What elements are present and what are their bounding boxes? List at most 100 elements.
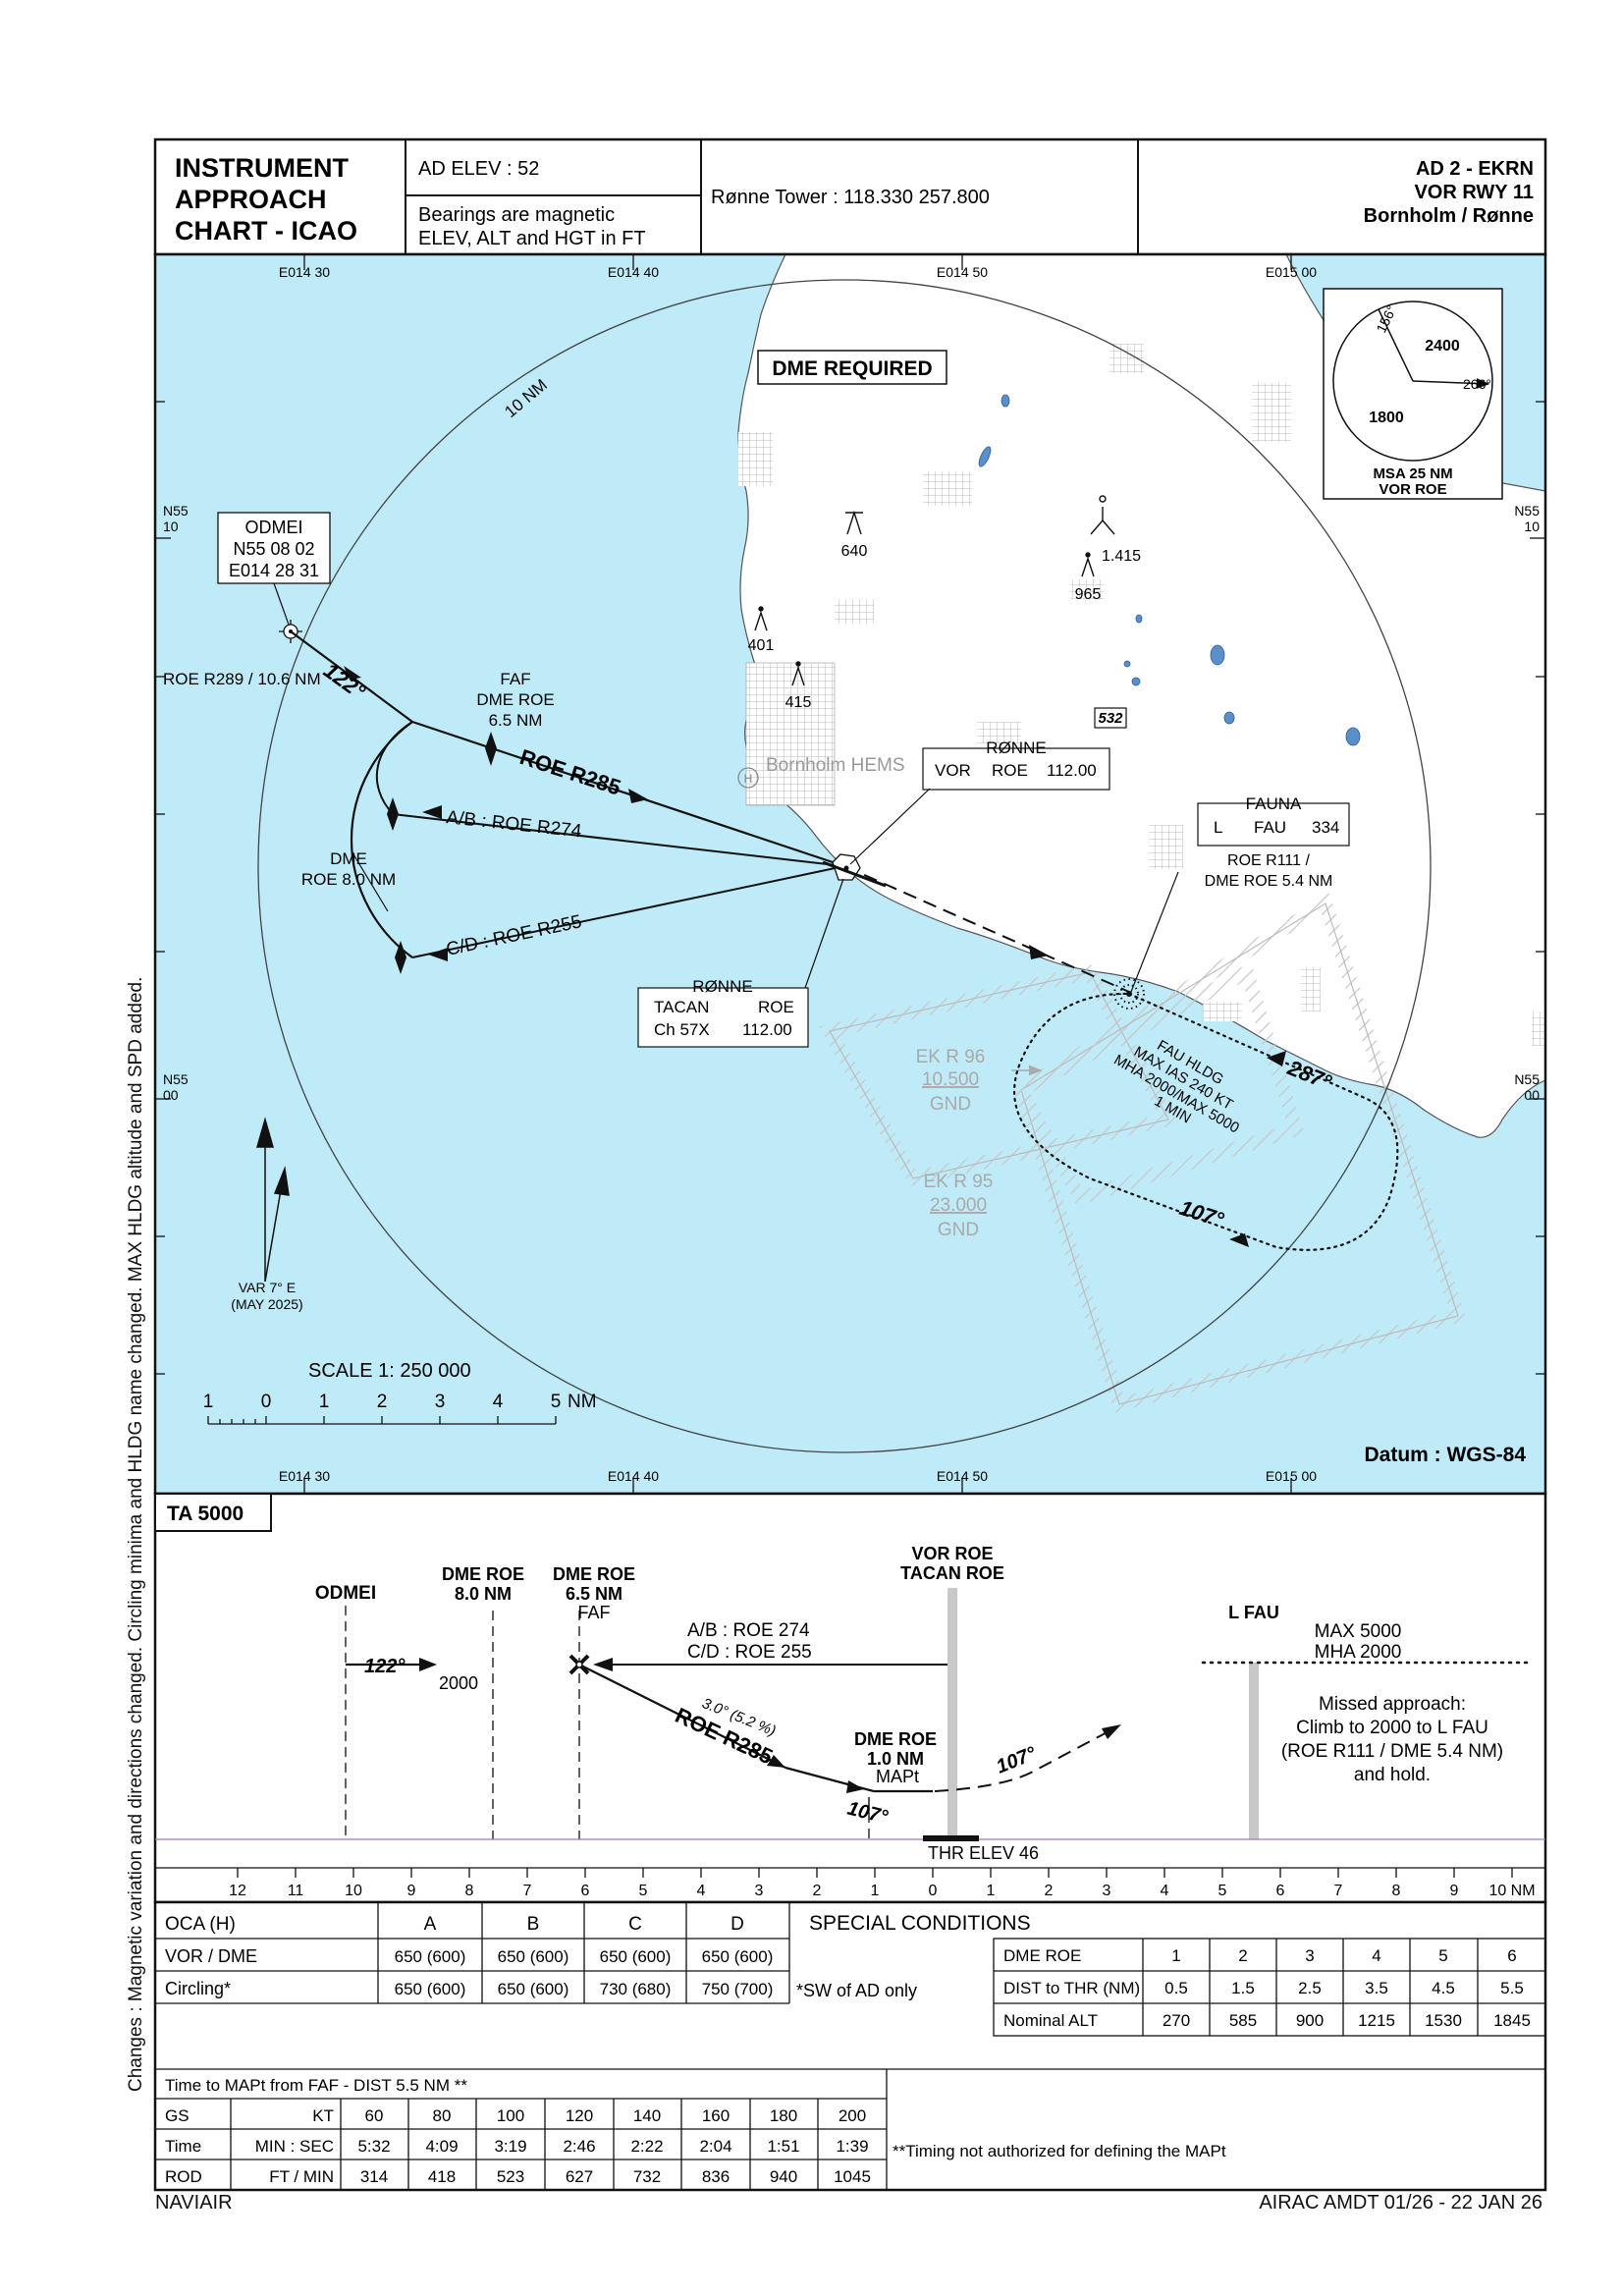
dme-table-cell: 585 [1229,2011,1257,2030]
minima-cell: 650 (600) [600,1947,672,1966]
lat-r-1m: 10 [1524,519,1540,534]
axis-label: 12 [229,1883,246,1899]
timing-cell: 60 [365,2106,384,2125]
town-patch [738,432,773,486]
area-r95-upper: 23.000 [930,1195,987,1216]
lon-top-4: E015 00 [1266,264,1317,280]
minima-cell: 650 (600) [395,1947,466,1966]
town-patch [1149,825,1183,869]
profile-view: TA 5000 ODMEI DME ROE 8.0 NM DME ROE 6.5… [153,1492,1547,1904]
axis-label: 9 [407,1883,416,1899]
plan-view: EK R 96 10.500 GND EK R 95 23.000 GND 10… [155,254,1545,1494]
fau-fix-1: ROE R111 / [1227,852,1310,869]
chart-title-line-2: APPROACH [175,185,327,214]
north-arrows [256,1117,290,1283]
dme-arc-2: ROE 8.0 NM [301,870,396,889]
axis-label: 4 [1161,1883,1169,1899]
vor-freq: 112.00 [1047,761,1097,780]
faf-icon [485,732,497,766]
circling-note: *SW of AD only [796,1981,917,2000]
town-patch [835,599,874,624]
axis-label: 7 [523,1883,532,1899]
cat-c-header: C [628,1914,642,1935]
minima-row-label: VOR / DME [165,1946,257,1966]
dme-table-cell: 3 [1305,1946,1314,1965]
odmei-box [217,512,331,584]
profile-arrows [419,1658,1121,1793]
vor-column [947,1588,957,1839]
minima-section: OCA (H) A B C D VOR / DME 650 (600) 650 … [153,1900,1547,2192]
axis-label: 2 [1045,1883,1054,1899]
lat-r-1: N55 [1514,503,1540,519]
minima-cell: 650 (600) [498,1980,569,1998]
lat-r-2m: 00 [1524,1087,1540,1103]
grid-ticks [155,254,1545,1494]
timing-cell: 120 [566,2106,593,2125]
dme-table-grid [993,1938,1546,2037]
profile-mha: MHA 2000 [1315,1642,1402,1663]
missed-1: Missed approach: [1319,1694,1466,1715]
tacan-box [637,987,809,1048]
town-patch [923,471,972,506]
timing-cell: 80 [433,2106,452,2125]
town-patch [1252,383,1291,442]
area-r95-lower: GND [938,1220,979,1240]
profile-dme8-1: DME ROE [442,1564,524,1584]
spot-elev: 532 [1098,710,1123,727]
faf-line-1: FAF [500,670,530,688]
timing-cell: MIN : SEC [255,2137,334,2156]
faf-line-2: DME ROE [476,690,554,709]
profile-mapt-3: MAPt [876,1767,919,1786]
lat-r-2: N55 [1514,1071,1540,1087]
lon-top-3: E014 50 [937,264,988,280]
axis-label: 6 [581,1883,590,1899]
timing-cell: 314 [360,2167,388,2186]
minima-cell: 730 (680) [600,1980,672,1998]
axis-label: 11 [288,1883,304,1899]
dme-table-cell: DME ROE [1003,1946,1081,1965]
cat-d-header: D [730,1914,744,1935]
lat-l-2m: 00 [163,1087,179,1103]
oca-header: OCA (H) [165,1914,236,1935]
scale-tick-4: 4 [493,1392,504,1412]
lakes [978,394,1361,746]
fauna-ident: FAU [1254,818,1286,837]
dme-table-cell: 1845 [1493,2011,1531,2030]
minima-cell: 650 (600) [498,1947,569,1966]
obstacles [754,495,1115,686]
scale-tick-5: 5 [551,1392,562,1412]
hold-inbound-arrow [1267,1051,1286,1066]
cat-b-header: B [527,1914,540,1935]
timing-cell: 5:32 [357,2137,390,2156]
lon-top-2: E014 40 [608,264,659,280]
lon-bot-2: E014 40 [608,1468,659,1484]
profile-dme65-2: 6.5 NM [566,1584,622,1604]
distance-axis [155,1867,1545,1878]
timing-cell: 140 [633,2106,661,2125]
msa-inset: 2400 1800 156° 266° MSA 25 NM VOR ROE [1323,288,1503,500]
faf-cross-icon [568,1654,590,1675]
scale-bar [207,1416,557,1425]
restricted-area-ek-r95 [1011,893,1467,1413]
timing-cell: 418 [428,2167,456,2186]
dme-table-cell: 3.5 [1365,1979,1388,1997]
lat-l-1m: 10 [163,519,179,534]
tower-frequency: Rønne Tower : 118.330 257.800 [711,187,990,208]
missed-4: and hold. [1354,1765,1431,1785]
axis-label: 10 NM [1488,1883,1535,1899]
dme-table-cell: Nominal ALT [1003,2011,1098,2030]
minima-cell: 650 (600) [395,1980,466,1998]
odmei-lon: E014 28 31 [229,561,319,580]
hems-label: Bornholm HEMS [766,755,905,776]
obstacle-401: 401 [748,637,775,654]
ten-nm-ring [257,279,1432,1453]
dme-table-cell: 0.5 [1164,1979,1188,1997]
profile-faf: FAF [577,1603,610,1622]
minima-cell: 650 (600) [702,1947,774,1966]
dme-table-cell: 1 [1171,1946,1180,1965]
scale-tick-1: 1 [203,1392,214,1412]
tacan-title: RØNNE [692,977,752,996]
hold-outbound-arrow [1229,1233,1249,1247]
axis-label: 2 [813,1883,822,1899]
changes-note: Changes : Magnetic variation and directi… [126,976,146,2092]
